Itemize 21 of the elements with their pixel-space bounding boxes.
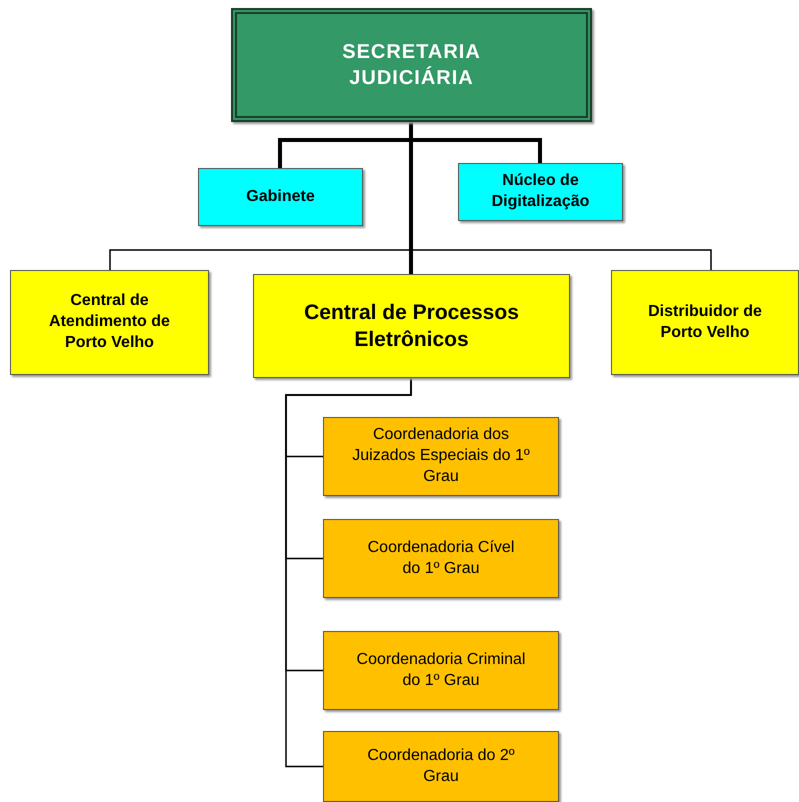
unit-name: Central de Processos Eletrônicos — [303, 300, 520, 353]
unit-name: Coordenadoria Cível do 1º Grau — [366, 538, 516, 578]
unit-name: Distribuidor de Porto Velho — [647, 302, 763, 342]
unit-name: Coordenadoria do 2º Grau — [366, 746, 516, 786]
unit-name: Coordenadoria dos Juizados Especiais do 1º Grau — [351, 425, 531, 487]
coordination-box — [323, 519, 559, 598]
unit-name: Coordenadoria Criminal do 1º Grau — [356, 650, 526, 690]
unit-name: Núcleo de Digitalização — [490, 171, 590, 212]
unit-box — [611, 270, 799, 375]
unit-box — [253, 274, 570, 378]
office-box — [458, 163, 623, 221]
unit-name: Central de Atendimento de Porto Velho — [49, 291, 170, 353]
coordination-box — [323, 631, 559, 710]
unit-name: SECRETARIA JUDICIÁRIA — [341, 40, 482, 91]
title-box — [231, 8, 592, 122]
connector-line — [285, 378, 412, 768]
unit-name: Gabinete — [246, 186, 315, 207]
unit-box — [10, 270, 209, 375]
coordination-box — [323, 731, 559, 802]
office-box — [198, 168, 363, 226]
coordination-box — [323, 417, 559, 496]
